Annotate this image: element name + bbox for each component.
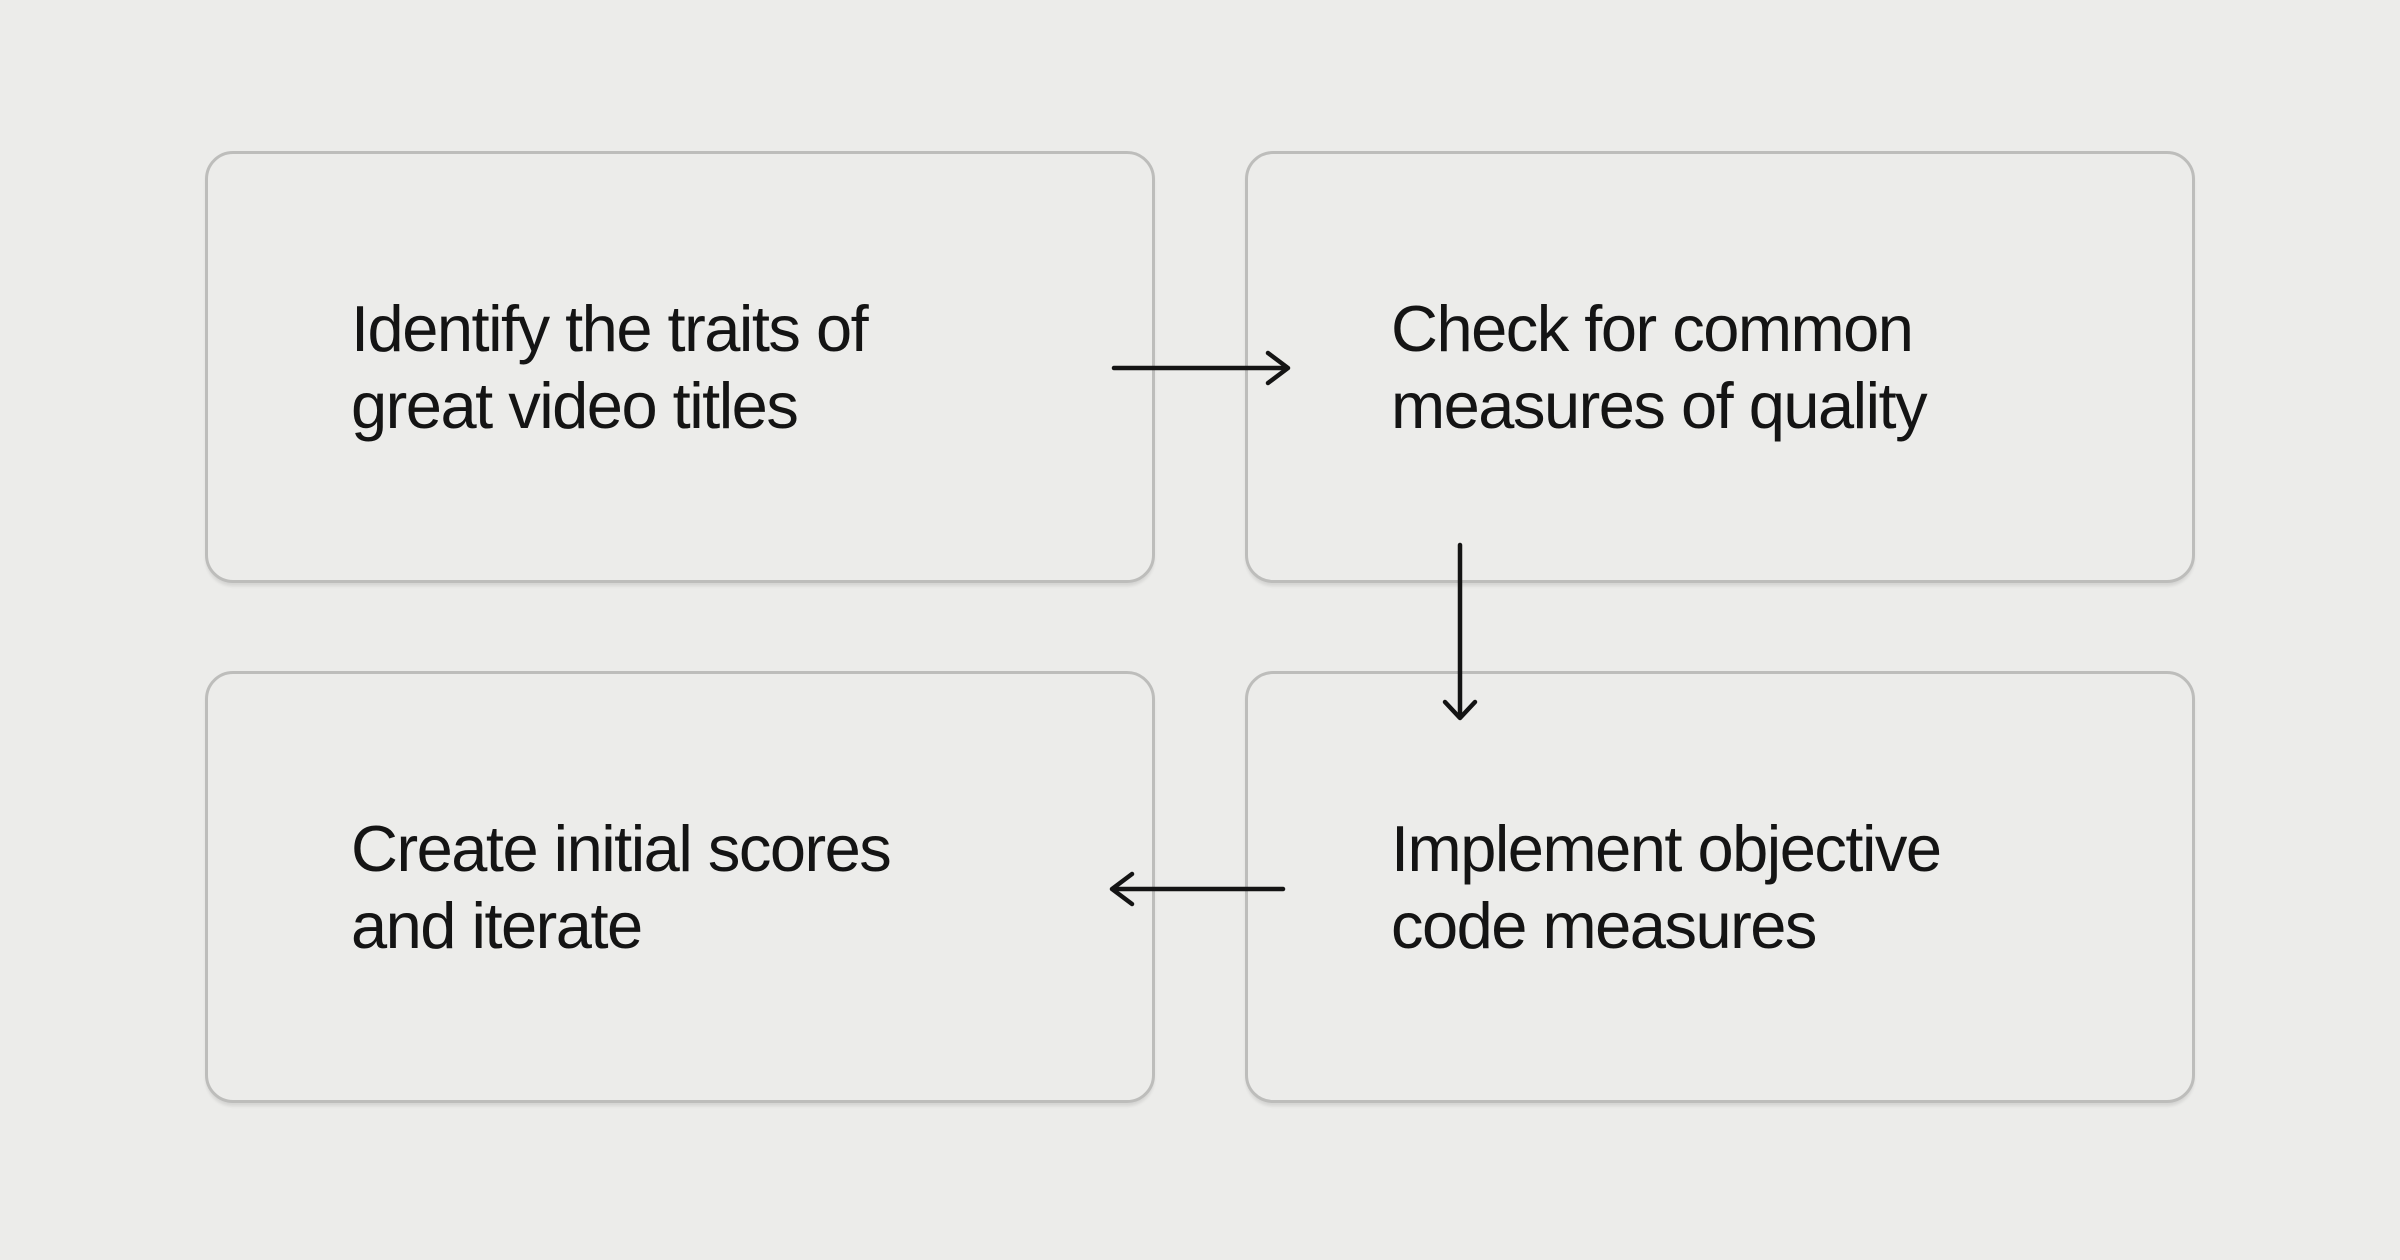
flow-node-label: Implement objective code measures — [1391, 812, 1942, 962]
flow-node-label: Create initial scores and iterate — [351, 812, 892, 962]
flow-node-identify-traits: Identify the traits of great video title… — [205, 151, 1155, 583]
flow-node-check-measures: Check for common measures of quality — [1245, 151, 2195, 583]
flow-node-implement-code: Implement objective code measures — [1245, 671, 2195, 1103]
flow-node-label: Check for common measures of quality — [1391, 292, 1928, 442]
flow-node-create-scores: Create initial scores and iterate — [205, 671, 1155, 1103]
flow-node-label: Identify the traits of great video title… — [351, 292, 869, 442]
